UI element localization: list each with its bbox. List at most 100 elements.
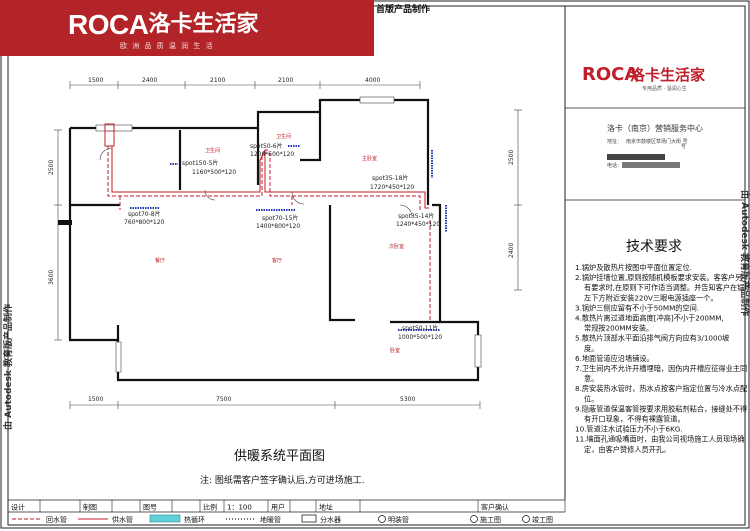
tech-item-3-line-1: 3.锅炉三侧应留有不小于50MM的空间. xyxy=(575,303,699,312)
legend-label-8: 竣工图 xyxy=(532,515,553,524)
tech-item-7-line-1: 7.卫生间内不允许开槽埋暗，因伤内开槽应征得业主同 xyxy=(575,364,747,373)
left-dim-1: 2500 xyxy=(48,160,55,175)
doors xyxy=(99,147,413,218)
right-dim-1: 2500 xyxy=(508,150,515,165)
radiator-6-size: 1240*450*120 xyxy=(396,221,440,228)
watermark-right: 由 Autodesk 教育版产品制作 xyxy=(739,190,750,316)
tech-item-8-line-2: 位。 xyxy=(584,394,598,403)
radiator-1-model: spot150-5片 xyxy=(182,159,218,167)
walls xyxy=(68,98,480,382)
radiator-5-size: 1400*800*120 xyxy=(256,223,300,230)
room-label-bedroom: 卧室 xyxy=(390,347,400,354)
radiator-4-size: 760*800*120 xyxy=(124,219,165,226)
tech-item-8-line-1: 8.房安装热水管时，热水点按客户指定位置与冷水点配 xyxy=(575,384,747,393)
right-dim-2: 2400 xyxy=(508,243,515,258)
return-pipes xyxy=(107,146,431,320)
radiator-5-model: spot70-15片 xyxy=(262,214,298,222)
room-label-master: 主卧室 xyxy=(362,155,377,162)
info-cell-1: 设计 xyxy=(11,503,25,512)
dimension-lines xyxy=(54,81,522,409)
tech-item-2-line-3: 左下方附近安装220V三眼电源插座一个。 xyxy=(584,293,718,302)
tech-heading: 技术要求 xyxy=(626,239,682,255)
top-dim-4: 2100 xyxy=(278,77,293,84)
top-dim-1: 1500 xyxy=(88,77,103,84)
legend-label-7: 施工图 xyxy=(480,515,501,524)
radiator-1-size: 1160*500*120 xyxy=(192,169,236,176)
floor-plan: 1500 2400 2100 2100 4000 1500 7500 5300 … xyxy=(48,77,522,409)
tech-item-11-line-1: 11.墙面孔通吸嘴面时，由我公司视场施工人员现场确 xyxy=(575,435,745,444)
radiator-2-model: spot50-6片 xyxy=(250,142,283,150)
title-logo-cn: 洛卡生活家 xyxy=(630,66,705,84)
supply-pipes xyxy=(111,146,429,209)
bottom-dim-2: 7500 xyxy=(216,396,231,403)
legend-label-3: 热循环 xyxy=(184,515,205,524)
bottom-dim-3: 5300 xyxy=(400,396,415,403)
tech-requirements-list: 1.锅炉及散热片按图中平面位置定位.2.锅炉挂墙位置,原则按随机模板要求安装。客… xyxy=(575,263,750,454)
address-redaction xyxy=(607,154,665,160)
frame-border xyxy=(7,5,746,526)
header-partial-text: 首版产品制作 xyxy=(376,3,430,15)
top-dim-3: 2100 xyxy=(210,77,225,84)
room-label-bath-1: 卫生间 xyxy=(205,147,220,154)
brand-logo-cn: 洛卡生活家 xyxy=(148,11,259,36)
tech-item-11-line-2: 定，由客户赞修人员开孔。 xyxy=(584,445,670,454)
info-cell-7: 比例 xyxy=(203,503,217,512)
address-suffix: 号 xyxy=(681,144,686,150)
brand-tagline: 欧 洲 品 质 温 润 生 活 xyxy=(120,42,215,50)
tech-item-10-line-1: 10.管道注水试验压力不小于6KG. xyxy=(575,425,683,434)
legend-swatch-3 xyxy=(149,514,181,523)
tech-item-4-line-2: 常规按200MM安装。 xyxy=(584,324,653,333)
phone-prefix: 电话： xyxy=(607,162,622,169)
title-logo-en: ROCA xyxy=(582,64,638,85)
tech-item-9-line-2: 有开口现象，不得有裸露管道。 xyxy=(584,415,685,424)
info-cell-11: 地址 xyxy=(319,503,333,512)
tech-item-5-line-1: 5.散热片顶部水平面沿排气阀方向应有3/1000坡 xyxy=(575,334,729,343)
info-cell-3: 制图 xyxy=(83,503,97,512)
brand-banner: ROCA洛卡生活家 欧 洲 品 质 温 润 生 活 xyxy=(0,0,374,56)
legend-swatch-8 xyxy=(522,515,530,523)
address-text: 南京市鼓楼区草场门大街 号 xyxy=(626,138,688,145)
radiator-7-model: spot50-11片 xyxy=(402,324,438,332)
top-dim-2: 2400 xyxy=(142,77,157,84)
phone-redaction xyxy=(622,162,680,168)
tech-item-2-line-2: 有要求时,在原则下可作适当调整。并告知客户在锅炉 xyxy=(584,283,750,292)
room-label-dining: 餐厅 xyxy=(155,257,165,264)
radiator-4-model: spot70-8片 xyxy=(128,210,161,218)
legend-swatch-5 xyxy=(301,514,317,523)
tech-item-9-line-1: 9.隐蔽管道保温客管按要求用胶粘剂粘合，接缝处不得 xyxy=(575,404,747,413)
tech-item-2-line-1: 2.锅炉挂墙位置,原则按随机模板要求安装。客客户另 xyxy=(575,273,742,282)
info-cell-13: 客户确认 xyxy=(481,503,509,512)
watermark-left: 由 Autodesk 教育版产品制作 xyxy=(2,304,14,430)
legend-swatch-6 xyxy=(378,515,386,523)
info-cell-5: 图号 xyxy=(143,504,157,512)
legend-label-6: 明装管 xyxy=(388,515,409,524)
top-dim-5: 4000 xyxy=(365,77,380,84)
radiator-3-model: spot35-18片 xyxy=(372,174,408,182)
radiator-bars xyxy=(130,145,447,331)
legend-swatch-7 xyxy=(470,515,478,523)
title-block: ROCA 洛卡生活家 专用品质 · 温润心生 洛卡（南京）营销服务中心 地址： … xyxy=(564,6,750,500)
tech-item-5-line-2: 度。 xyxy=(584,344,598,353)
room-label-bath-2: 卫生间 xyxy=(276,133,291,140)
tech-item-7-line-2: 意。 xyxy=(584,374,598,383)
radiator-2-size: 1200*500*120 xyxy=(250,151,294,158)
brand-logo: ROCA洛卡生活家 xyxy=(68,9,258,40)
radiator-6-model: spot35-14片 xyxy=(398,212,434,220)
company-name: 洛卡（南京）营销服务中心 xyxy=(607,123,703,133)
tech-item-6-line-1: 6.地面管道应沿墙铺设。 xyxy=(575,354,654,363)
info-cell-9: 用户 xyxy=(271,503,285,512)
legend-label-1: 回水管 xyxy=(46,515,67,524)
bottom-dim-1: 1500 xyxy=(88,396,103,403)
address-prefix: 地址： xyxy=(607,138,622,145)
tech-item-1-line-1: 1.锅炉及散热片按图中平面位置定位. xyxy=(575,263,692,272)
tech-item-4-line-1: 4.散热片离过道地面高度[冲高]不小于200MM, xyxy=(575,314,724,323)
room-label-living: 客厅 xyxy=(272,257,282,264)
title-logo-tagline: 专用品质 · 温润心生 xyxy=(642,85,687,92)
radiator-7-size: 1000*500*120 xyxy=(398,334,442,341)
brand-logo-en: ROCA xyxy=(68,9,149,40)
drawing-title: 供暖系统平面图 xyxy=(234,449,325,464)
left-dim-2: 3600 xyxy=(48,270,55,285)
